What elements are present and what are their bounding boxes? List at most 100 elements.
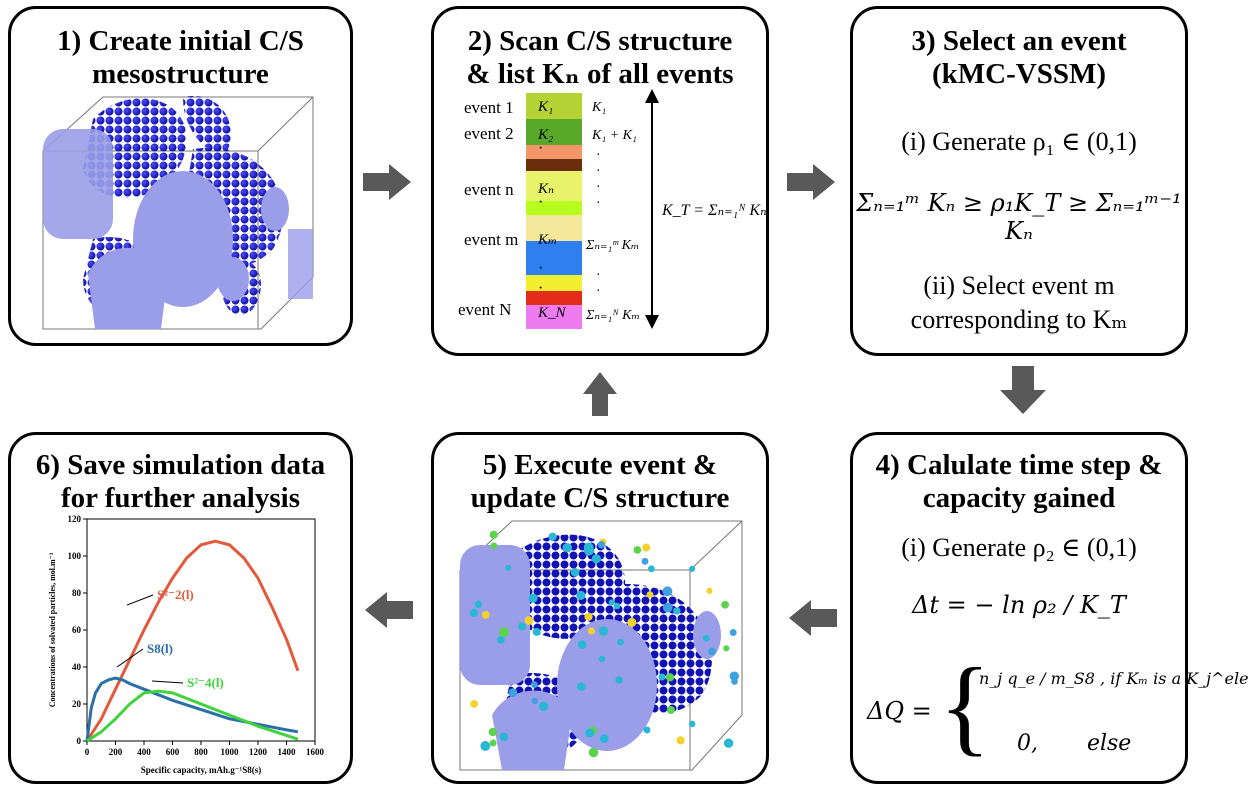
capacity-case-1: n_j q_e / m_S8 , if Kₘ is a K_j^ele xyxy=(979,669,1249,688)
solvated-particle xyxy=(658,673,666,681)
panel-2-title-line-1: 2) Scan C/S structure xyxy=(467,25,733,57)
y-tick-label: 80 xyxy=(72,588,82,598)
panel-1: 1) Create initial C/S mesostructure xyxy=(8,6,353,346)
solvated-particle xyxy=(583,542,594,553)
solvated-particle xyxy=(617,638,624,646)
event-label-n: event n xyxy=(464,180,514,199)
panel-3-title-line-2: (kMC-VSSM) xyxy=(932,58,1106,90)
event-label-m: event m xyxy=(464,230,518,249)
capacity-formula: ΔQ = { n_j q_e / m_S8 , if Kₘ is a K_j^e… xyxy=(867,647,1249,766)
solvated-particle xyxy=(591,554,601,564)
panel-2-title-line-2: & list Kₙ of all events xyxy=(466,58,734,90)
event-selection-inequality: Σₙ₌₁ᵐ Kₙ ≥ ρ₁K_T ≥ Σₙ₌₁ᵐ⁻¹ Kₙ xyxy=(856,189,1182,245)
arrow-up-5-to-2 xyxy=(583,372,617,416)
solvated-particle xyxy=(538,701,549,712)
arrow-right-2-to-3 xyxy=(787,164,835,200)
x-tick-label: 1200 xyxy=(249,747,268,757)
arrow-left-4-to-5 xyxy=(789,600,837,636)
solvated-particle xyxy=(588,747,599,758)
panel-3-step-ii-line-2: corresponding to Kₘ xyxy=(910,305,1128,334)
event-color-block xyxy=(526,119,582,145)
svg-text:·: · xyxy=(596,148,601,163)
solvated-particle xyxy=(577,682,586,691)
panel-3-step-i: (i) Generate ρ₁ ∈ (0,1) xyxy=(901,127,1137,156)
svg-text:·: · xyxy=(538,140,543,157)
series-label-1: S8(l) xyxy=(147,641,173,656)
panel-4-step-i: (i) Generate ρ₂ ∈ (0,1) xyxy=(901,533,1137,562)
series-label-2: S²⁻4(l) xyxy=(187,675,224,690)
k-label-1: K₁ xyxy=(537,99,553,115)
solvated-particle xyxy=(570,567,580,577)
event-label-1: event 1 xyxy=(464,98,514,117)
solvated-particle xyxy=(721,600,729,609)
svg-text:·: · xyxy=(596,180,601,195)
k-label-2: K₂ xyxy=(537,127,553,143)
x-tick-label: 1000 xyxy=(221,747,240,757)
solvated-particle xyxy=(642,543,651,552)
solvated-particle xyxy=(469,608,479,617)
solvated-particle xyxy=(470,699,479,708)
arrow-down-3-to-4 xyxy=(1000,366,1046,414)
event-color-block xyxy=(526,215,582,241)
panel-3-title-line-1: 3) Select an event xyxy=(911,25,1127,57)
event-color-block xyxy=(526,241,582,275)
event-label-2: event 2 xyxy=(464,124,514,143)
solvated-particle xyxy=(499,627,509,638)
y-axis-label: Concentrations of solvated particles, mo… xyxy=(48,552,57,707)
cum-label-2: K₁ + K₁ xyxy=(591,128,637,143)
total-rate-formula: K_T = Σₙ₌₁ᴺ Kₙ xyxy=(661,202,767,219)
series-label-pointer xyxy=(116,648,144,668)
solvated-particle xyxy=(643,726,651,734)
solvated-particle xyxy=(627,617,637,627)
solvated-particle xyxy=(666,705,675,715)
event-color-block xyxy=(526,171,582,201)
y-tick-label: 20 xyxy=(72,699,82,709)
panel-3-step-ii-line-1: (ii) Select event m xyxy=(923,271,1115,300)
solvated-particle xyxy=(723,645,730,652)
cum-label-N: Σₙ₌₁ᴺ Kₘ xyxy=(585,308,640,323)
solvated-particle xyxy=(497,636,505,644)
svg-text:·: · xyxy=(538,260,543,277)
svg-text:·: · xyxy=(538,194,543,211)
event-color-block xyxy=(526,145,582,159)
solvated-particle xyxy=(474,600,483,609)
k-label-N: K_N xyxy=(537,305,567,321)
solvated-particle xyxy=(608,599,615,606)
y-tick-label: 120 xyxy=(68,514,82,524)
solvated-particle xyxy=(598,655,606,663)
solvated-particle xyxy=(731,678,738,685)
x-tick-label: 200 xyxy=(109,747,123,757)
updated-cs-structure-image xyxy=(459,520,743,771)
solvated-particle xyxy=(708,647,716,656)
panel-4: 4) Calulate time step & capacity gained … xyxy=(850,432,1249,784)
svg-text:·: · xyxy=(596,268,601,283)
solvated-particle xyxy=(562,542,572,553)
panel-6-title-line-1: 6) Save simulation data xyxy=(35,449,326,481)
solvated-particle xyxy=(499,732,509,742)
solvated-particle xyxy=(662,602,673,613)
solvated-particle xyxy=(508,688,518,697)
solvated-particle xyxy=(488,727,497,737)
y-tick-label: 100 xyxy=(68,551,82,561)
x-tick-label: 800 xyxy=(194,747,208,757)
series-line-0 xyxy=(85,539,300,742)
solvated-particle xyxy=(598,626,609,636)
time-step-formula: Δt = − ln ρ₂ / K_T xyxy=(912,591,1126,619)
solvated-particle xyxy=(702,634,710,642)
solvated-particle xyxy=(577,640,587,649)
x-tick-label: 0 xyxy=(85,747,90,757)
cum-label-1: K₁ xyxy=(591,100,606,115)
solvated-particle xyxy=(584,612,593,621)
x-tick-label: 1600 xyxy=(306,747,325,757)
event-color-block xyxy=(526,93,582,119)
solvated-particle xyxy=(531,697,538,705)
solvated-particle xyxy=(505,564,512,571)
solvated-particle xyxy=(489,530,498,539)
svg-text:·: · xyxy=(596,164,601,179)
solvated-particle xyxy=(673,607,681,615)
event-color-block xyxy=(526,305,582,329)
solvated-particle xyxy=(587,627,595,635)
solvated-particle xyxy=(489,739,497,747)
event-color-block xyxy=(526,159,582,171)
